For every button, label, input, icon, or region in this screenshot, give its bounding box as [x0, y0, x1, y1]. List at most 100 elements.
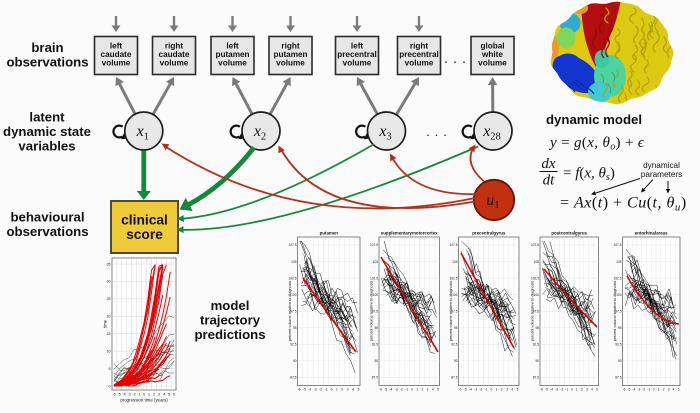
svg-text:107.5: 107.5	[289, 243, 297, 247]
svg-text:5: 5	[517, 388, 519, 392]
svg-text:5: 5	[168, 393, 170, 397]
svg-text:105: 105	[452, 260, 458, 264]
svg-text:95: 95	[618, 326, 622, 330]
svg-text:100: 100	[291, 293, 297, 297]
svg-text:5: 5	[358, 388, 360, 392]
svg-text:107.5: 107.5	[531, 243, 539, 247]
svg-text:-1: -1	[565, 388, 568, 392]
svg-text:time: time	[103, 319, 108, 328]
svg-text:-4: -4	[469, 388, 472, 392]
svg-text:3: 3	[586, 388, 588, 392]
svg-text:-4: -4	[550, 388, 553, 392]
svg-text:87.5: 87.5	[533, 376, 539, 380]
svg-text:20: 20	[107, 315, 111, 319]
svg-text:variables: variables	[18, 139, 75, 154]
svg-text:0: 0	[143, 393, 145, 397]
svg-text:95: 95	[374, 326, 378, 330]
svg-text:1: 1	[336, 388, 338, 392]
svg-text:. . .: . . .	[444, 52, 467, 67]
svg-text:precentralgyrus: precentralgyrus	[472, 231, 506, 236]
svg-text:100: 100	[534, 293, 540, 297]
svg-text:-5: -5	[464, 388, 467, 392]
svg-text:1: 1	[576, 388, 578, 392]
svg-text:3: 3	[506, 388, 508, 392]
svg-text:-2: -2	[132, 393, 135, 397]
svg-text:100: 100	[452, 293, 458, 297]
svg-text:4: 4	[511, 388, 513, 392]
svg-text:97.5: 97.5	[372, 309, 378, 313]
svg-text:97.5: 97.5	[451, 309, 457, 313]
svg-text:= Ax(t) + Cu(t, θu): = Ax(t) + Cu(t, θu)	[560, 195, 687, 214]
svg-text:-4: -4	[308, 388, 311, 392]
svg-text:4: 4	[673, 388, 675, 392]
svg-text:0: 0	[653, 388, 655, 392]
svg-text:dynamic model: dynamic model	[546, 112, 642, 127]
svg-text:1: 1	[496, 388, 498, 392]
svg-text:90: 90	[454, 359, 458, 363]
svg-text:4: 4	[352, 388, 354, 392]
svg-text:87.5: 87.5	[372, 376, 378, 380]
svg-text:= f(x, θs): = f(x, θs)	[563, 166, 615, 184]
svg-text:15: 15	[107, 332, 111, 336]
svg-text:behavioural: behavioural	[10, 210, 84, 225]
svg-text:105: 105	[534, 260, 540, 264]
svg-text:-2: -2	[642, 388, 645, 392]
svg-text:6: 6	[173, 393, 175, 397]
svg-text:102.5: 102.5	[370, 276, 378, 280]
svg-text:95: 95	[535, 326, 539, 330]
svg-text:-6: -6	[298, 388, 301, 392]
svg-text:2: 2	[421, 388, 423, 392]
svg-text:0: 0	[571, 388, 573, 392]
svg-text:-1: -1	[647, 388, 650, 392]
svg-text:107.5: 107.5	[614, 243, 622, 247]
svg-text:90: 90	[618, 359, 622, 363]
svg-text:-5: -5	[117, 393, 120, 397]
svg-text:-6: -6	[112, 393, 115, 397]
svg-text:dx: dx	[541, 156, 556, 172]
svg-text:-6: -6	[459, 388, 462, 392]
svg-text:105: 105	[291, 260, 297, 264]
svg-text:2: 2	[501, 388, 503, 392]
svg-text:3: 3	[668, 388, 670, 392]
svg-text:95: 95	[293, 326, 297, 330]
svg-text:dt: dt	[543, 173, 556, 189]
svg-text:2: 2	[153, 393, 155, 397]
svg-text:105: 105	[616, 260, 622, 264]
svg-text:. . .: . . .	[426, 124, 447, 139]
svg-text:percent volume relative to dia: percent volume relative to diagnosis	[613, 281, 617, 342]
svg-text:2: 2	[663, 388, 665, 392]
svg-text:105: 105	[373, 260, 379, 264]
svg-text:-3: -3	[555, 388, 558, 392]
svg-text:0: 0	[109, 384, 111, 388]
svg-text:0: 0	[411, 388, 413, 392]
svg-text:97.5: 97.5	[290, 309, 296, 313]
svg-text:observations: observations	[6, 224, 88, 239]
svg-text:87.5: 87.5	[451, 376, 457, 380]
svg-text:-2: -2	[479, 388, 482, 392]
svg-text:-1: -1	[405, 388, 408, 392]
svg-text:-5: -5	[628, 388, 631, 392]
svg-text:92.5: 92.5	[533, 343, 539, 347]
svg-text:-1: -1	[137, 393, 140, 397]
svg-text:30: 30	[107, 280, 111, 284]
svg-text:trajectory: trajectory	[200, 313, 261, 328]
svg-text:-2: -2	[400, 388, 403, 392]
svg-text:4: 4	[432, 388, 434, 392]
svg-text:92.5: 92.5	[372, 343, 378, 347]
svg-text:predictions: predictions	[194, 327, 265, 342]
svg-text:3: 3	[158, 393, 160, 397]
svg-text:97.5: 97.5	[533, 309, 539, 313]
svg-text:percent volume relative to dia: percent volume relative to diagnosis	[531, 281, 535, 342]
svg-text:10: 10	[107, 349, 111, 353]
svg-text:progression time (years): progression time (years)	[120, 398, 168, 403]
svg-text:100: 100	[616, 293, 622, 297]
svg-text:-3: -3	[127, 393, 130, 397]
svg-text:25: 25	[107, 297, 111, 301]
svg-text:92.5: 92.5	[615, 343, 621, 347]
svg-text:-6: -6	[623, 388, 626, 392]
